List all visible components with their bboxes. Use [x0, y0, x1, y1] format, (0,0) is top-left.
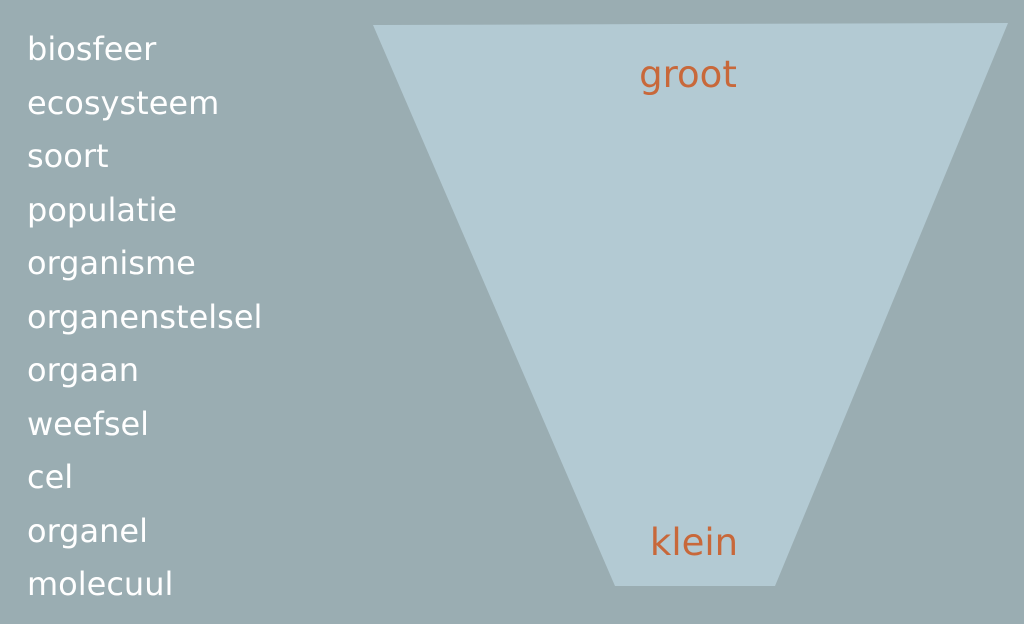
- level-organenstelsel: organenstelsel: [27, 297, 263, 336]
- level-soort: soort: [27, 137, 109, 175]
- level-molecuul: molecuul: [27, 565, 174, 603]
- level-organel: organel: [27, 511, 148, 550]
- funnel-shape: [373, 23, 1008, 586]
- level-cel: cel: [27, 458, 74, 496]
- level-orgaan: orgaan: [27, 351, 139, 389]
- level-weefsel: weefsel: [27, 404, 150, 443]
- level-biosfeer: biosfeer: [27, 30, 157, 68]
- level-organisme: organisme: [27, 244, 196, 282]
- scale-label-small: klein: [649, 521, 739, 564]
- scale-label-large: groot: [639, 53, 737, 96]
- organization-levels-list: biosfeer ecosysteem soort populatie orga…: [27, 23, 262, 612]
- level-populatie: populatie: [27, 190, 178, 229]
- level-ecosysteem: ecosysteem: [27, 83, 220, 122]
